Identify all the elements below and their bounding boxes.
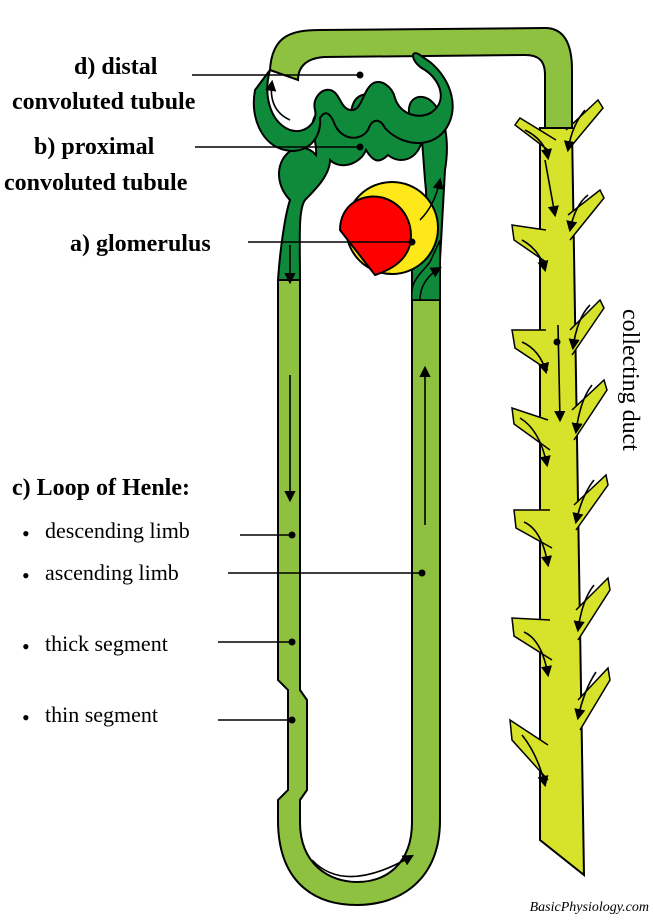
- leader-dots: [288, 71, 561, 724]
- proximal-label-line2: convoluted tubule: [4, 170, 188, 196]
- thin-segment-label: thin segment: [45, 702, 159, 727]
- duct-branch: [511, 329, 549, 371]
- glomerulus-group: [338, 181, 439, 277]
- glomerulus-ball: [338, 195, 412, 277]
- glomerulus-label: a) glomerulus: [70, 231, 211, 257]
- leader-lines: [192, 74, 422, 721]
- descending-limb-label: descending limb: [45, 518, 190, 543]
- bullet: •: [22, 521, 30, 546]
- distal-tubule-shape: [252, 52, 454, 152]
- ascending-limb-tube: [277, 279, 441, 907]
- distal-label-line1: d) distal: [74, 54, 158, 80]
- duct-branch: [513, 116, 557, 151]
- bullet: •: [22, 563, 30, 588]
- bullet: •: [22, 634, 30, 659]
- ascending-limb-label: ascending limb: [45, 560, 179, 585]
- loop-of-henle-heading: c) Loop of Henle:: [12, 475, 190, 501]
- collecting-duct: [509, 98, 611, 878]
- duct-branch: [577, 666, 611, 731]
- thick-segment-label: thick segment: [45, 631, 168, 656]
- collecting-duct-label: collecting duct: [617, 309, 643, 451]
- bullet: •: [22, 705, 30, 730]
- credit-text: BasicPhysiology.com: [529, 900, 649, 915]
- duct-branch: [511, 617, 553, 661]
- convoluted-tubules: [252, 52, 454, 301]
- proximal-label-line1: b) proximal: [34, 134, 155, 160]
- flow-arrows: [265, 79, 444, 878]
- connecting-tubule: [268, 26, 573, 129]
- duct-branch: [511, 224, 547, 263]
- distal-label-line2: convoluted tubule: [12, 89, 196, 115]
